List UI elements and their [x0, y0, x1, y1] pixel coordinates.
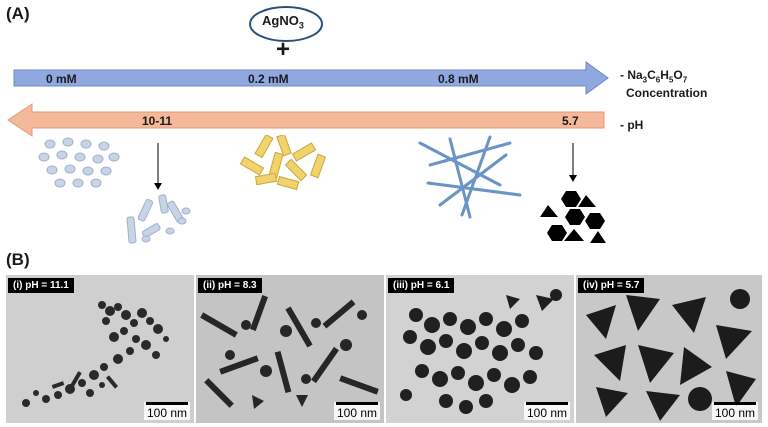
tem-tag-3: (iii) pH = 6.1 [388, 278, 455, 293]
tem-image-2: (ii) pH = 8.3 100 nm [196, 275, 384, 423]
ph-axis-label: - pH [620, 118, 644, 132]
plus-sign: + [276, 36, 291, 63]
panel-b-label: (B) [6, 250, 30, 269]
spheres-illustration [38, 137, 120, 188]
tem-tag-2: (ii) pH = 8.3 [198, 278, 262, 293]
prisms-illustration [239, 135, 327, 191]
tem-image-3-particles [386, 275, 574, 423]
citrate-tick-0: 0 mM [46, 72, 77, 86]
tem-tag-4: (iv) pH = 5.7 [578, 278, 645, 293]
scale-bar-4: 100 nm [712, 402, 758, 420]
scale-bar-3: 100 nm [524, 402, 570, 420]
tem-image-3: (iii) pH = 6.1 100 nm [386, 275, 574, 423]
citrate-axis-label: - Na3C6H5O7 [620, 68, 688, 85]
citrate-tick-1: 0.2 mM [248, 72, 289, 86]
tem-image-2-particles [196, 275, 384, 423]
ph-left-value: 10-11 [142, 114, 173, 128]
wires-illustration [418, 135, 522, 219]
reagent-ellipse [249, 6, 323, 42]
reagent-label: AgNO3 [262, 13, 304, 31]
polyhedra-illustration [540, 191, 606, 243]
morphology-cartoons [38, 135, 606, 244]
tem-image-1-particles [6, 275, 194, 423]
rods-illustration [126, 194, 191, 244]
citrate-arrow [13, 61, 609, 95]
scale-bar-2: 100 nm [334, 402, 380, 420]
tem-image-4-particles [576, 275, 762, 423]
ph-right-value: 5.7 [562, 114, 579, 128]
scale-bar-1: 100 nm [144, 402, 190, 420]
tem-tag-1: (i) pH = 11.1 [8, 278, 74, 293]
ph-arrow [7, 103, 605, 137]
tem-image-4: (iv) pH = 5.7 100 nm [576, 275, 762, 423]
tem-image-1: (i) pH = 11.1 100 nm [6, 275, 194, 423]
panel-a-label: (A) [6, 4, 30, 23]
citrate-tick-2: 0.8 mM [438, 72, 479, 86]
citrate-axis-label-line2: Concentration [626, 86, 708, 100]
